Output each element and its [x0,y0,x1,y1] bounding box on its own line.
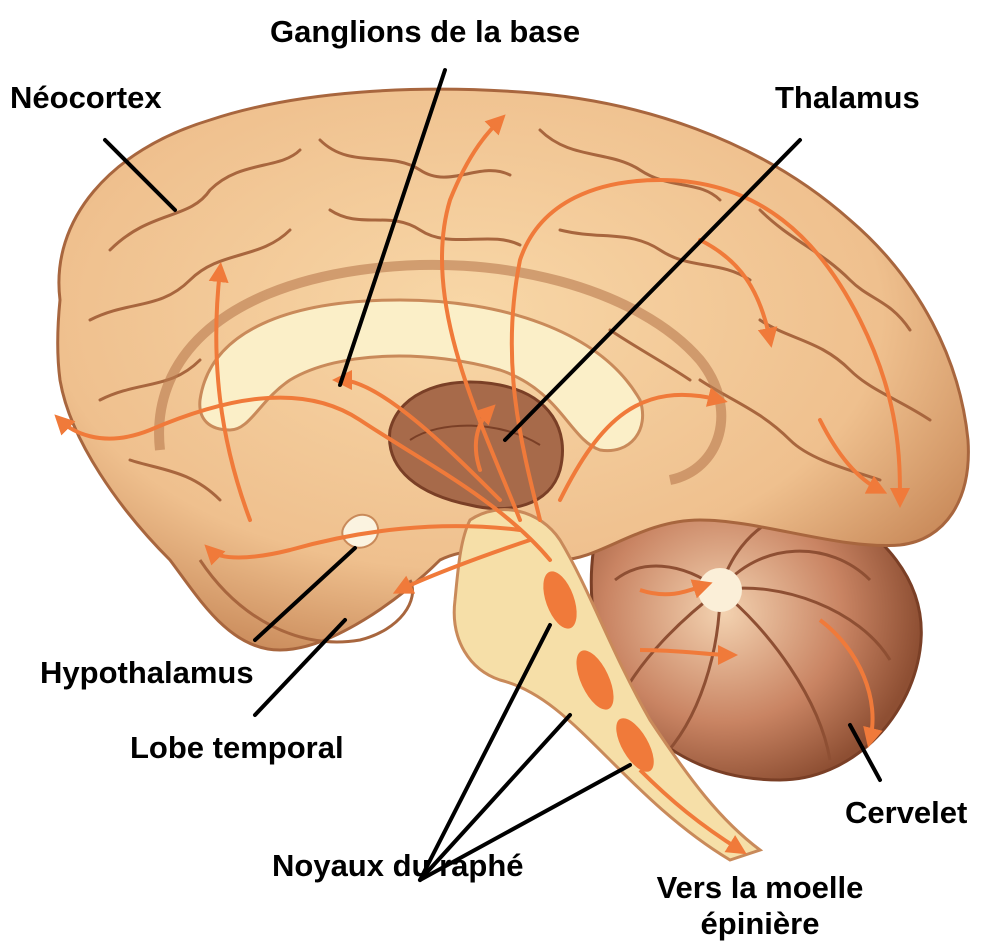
label-cervelet: Cervelet [845,795,967,831]
label-neocortex: Néocortex [10,80,162,116]
label-noyaux-du-raphe: Noyaux du raphé [272,848,524,884]
label-thalamus: Thalamus [775,80,920,116]
label-vers-line1: Vers la moelle [600,870,920,906]
cerebellum-core [698,568,742,612]
label-vers-la-moelle-epiniere: Vers la moelle épinière [600,870,920,942]
label-ganglions-de-la-base: Ganglions de la base [270,14,580,50]
label-lobe-temporal: Lobe temporal [130,730,344,766]
label-hypothalamus: Hypothalamus [40,655,254,691]
label-vers-line2: épinière [600,906,920,942]
